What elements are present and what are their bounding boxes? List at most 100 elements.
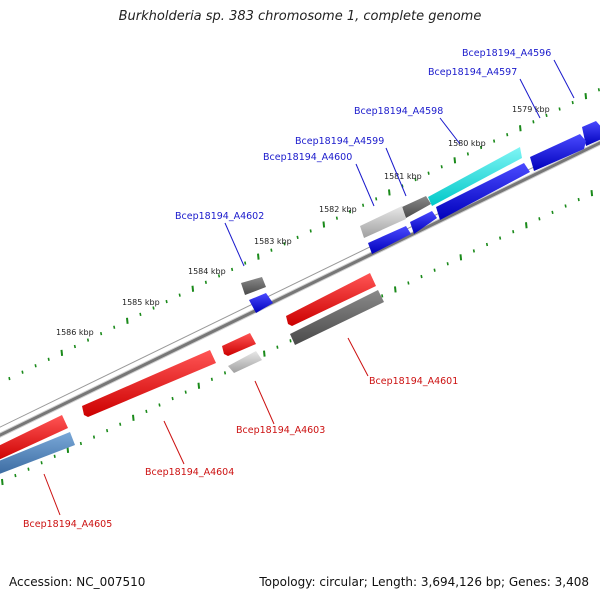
scale-tick	[152, 306, 155, 310]
scale-tick	[171, 396, 174, 401]
scale-tick	[100, 331, 103, 336]
scale-tick	[420, 274, 423, 279]
scale-tick	[231, 267, 234, 272]
scale-tick	[551, 210, 554, 215]
gene-small-blue[interactable]	[249, 293, 273, 313]
scale-tick	[584, 93, 588, 100]
gene-A4605b-box[interactable]	[0, 432, 75, 476]
tick-label-1586: 1586 kbp	[56, 328, 94, 337]
gene-label-A4604[interactable]: Bcep18194_A4604	[145, 467, 234, 478]
scale-tick	[558, 107, 561, 111]
scale-tick	[375, 197, 378, 201]
reverse-strand-genes	[0, 273, 384, 476]
scale-tick	[223, 371, 227, 375]
reverse-callouts	[43, 337, 369, 516]
scale-tick	[564, 204, 567, 208]
scale-tick	[178, 293, 181, 297]
gene-A4601-arrow[interactable]	[286, 273, 376, 326]
scale-tick	[532, 120, 535, 124]
scale-tick	[571, 100, 574, 105]
scale-tick	[40, 461, 43, 465]
scale-tick	[407, 281, 410, 285]
gene-label-A4598[interactable]: Bcep18194_A4598	[354, 106, 443, 117]
scale-tick	[472, 249, 475, 253]
scale-tick	[459, 254, 463, 261]
gene-A4602-box[interactable]	[360, 206, 406, 238]
scale-tick	[34, 364, 37, 368]
scale-tick	[538, 217, 541, 221]
gene-A4604-arrow[interactable]	[82, 350, 216, 417]
scale-tick	[427, 171, 430, 175]
gene-label-A4603[interactable]: Bcep18194_A4603	[236, 425, 325, 436]
scale-tick	[519, 125, 522, 132]
gene-label-A4602[interactable]: Bcep18194_A4602	[175, 211, 264, 222]
scale-tick	[244, 261, 247, 265]
scale-tick	[276, 345, 279, 349]
forward-gene-labels: Bcep18194_A4596 Bcep18194_A4597 Bcep1819…	[175, 48, 551, 222]
scale-tick	[446, 262, 449, 266]
scale-tick	[493, 139, 496, 143]
scale-tick	[86, 338, 90, 342]
gene-label-A4597[interactable]: Bcep18194_A4597	[428, 67, 517, 78]
scale-tick	[335, 216, 338, 220]
forward-callouts	[224, 59, 575, 267]
tick-label-1579: 1579 kbp	[512, 105, 550, 114]
reverse-gene-labels: Bcep18194_A4601 Bcep18194_A4603 Bcep1819…	[23, 376, 458, 530]
scale-tick	[485, 242, 489, 247]
gene-A4602-arrow[interactable]	[368, 226, 411, 254]
gene-label-A4596[interactable]: Bcep18194_A4596	[462, 48, 551, 59]
scale-tick	[440, 165, 443, 169]
gene-A4600b-arrow[interactable]	[410, 211, 437, 234]
tick-label-1585: 1585 kbp	[122, 298, 160, 307]
scale-tick	[73, 344, 76, 349]
scale-tick	[545, 113, 548, 118]
scale-tick	[113, 325, 116, 329]
scale-tick	[1, 478, 4, 486]
tick-label-1580: 1580 kbp	[448, 139, 486, 148]
scale-tick	[145, 409, 148, 414]
gene-A4601b-arrow[interactable]	[290, 290, 384, 345]
scale-tick	[466, 152, 469, 156]
scale-tick	[362, 203, 365, 207]
scale-tick	[289, 339, 292, 343]
scale-tick	[283, 242, 286, 246]
scale-tick	[158, 403, 161, 407]
scale-tick	[590, 190, 594, 197]
gene-A4605-arrow[interactable]	[0, 415, 68, 462]
gene-small-gray[interactable]	[241, 277, 266, 295]
scale-tick	[210, 377, 213, 381]
gene-A4597-arrow[interactable]	[530, 134, 586, 171]
gene-A4599-arrow[interactable]	[436, 163, 530, 220]
scale-tick	[309, 229, 312, 233]
gene-label-A4600[interactable]: Bcep18194_A4600	[263, 152, 352, 163]
scale-labels: 1579 kbp 1580 kbp 1581 kbp 1582 kbp 1583…	[56, 105, 550, 337]
gene-A4596-arrow[interactable]	[582, 121, 600, 146]
scale-tick	[53, 454, 56, 458]
scale-tick	[381, 294, 384, 298]
scale-tick	[296, 235, 299, 240]
scale-tick	[191, 285, 195, 292]
scale-tick	[512, 230, 515, 234]
scale-tick	[79, 441, 82, 446]
scale-tick	[394, 286, 397, 293]
gene-label-A4605[interactable]: Bcep18194_A4605	[23, 519, 112, 530]
scale-tick	[433, 268, 436, 272]
gene-A4600-arrow[interactable]	[402, 196, 431, 218]
scale-tick	[506, 133, 509, 137]
gene-label-A4601[interactable]: Bcep18194_A4601	[369, 376, 458, 387]
scale-tick	[21, 370, 24, 374]
scale-tick	[257, 253, 260, 260]
gene-A4603b-box[interactable]	[228, 351, 262, 373]
gene-label-A4599[interactable]: Bcep18194_A4599	[295, 136, 384, 147]
scale-tick	[47, 357, 50, 361]
scale-tick	[348, 210, 352, 214]
tick-label-1581: 1581 kbp	[384, 172, 422, 181]
scale-tick	[263, 350, 266, 357]
gene-A4598-arrow[interactable]	[428, 147, 522, 206]
accession-text: Accession: NC_007510	[9, 575, 146, 589]
gene-A4603-arrow[interactable]	[222, 333, 256, 356]
tick-label-1583: 1583 kbp	[254, 237, 292, 246]
scale-tick	[388, 189, 391, 196]
scale-tick	[60, 349, 64, 357]
